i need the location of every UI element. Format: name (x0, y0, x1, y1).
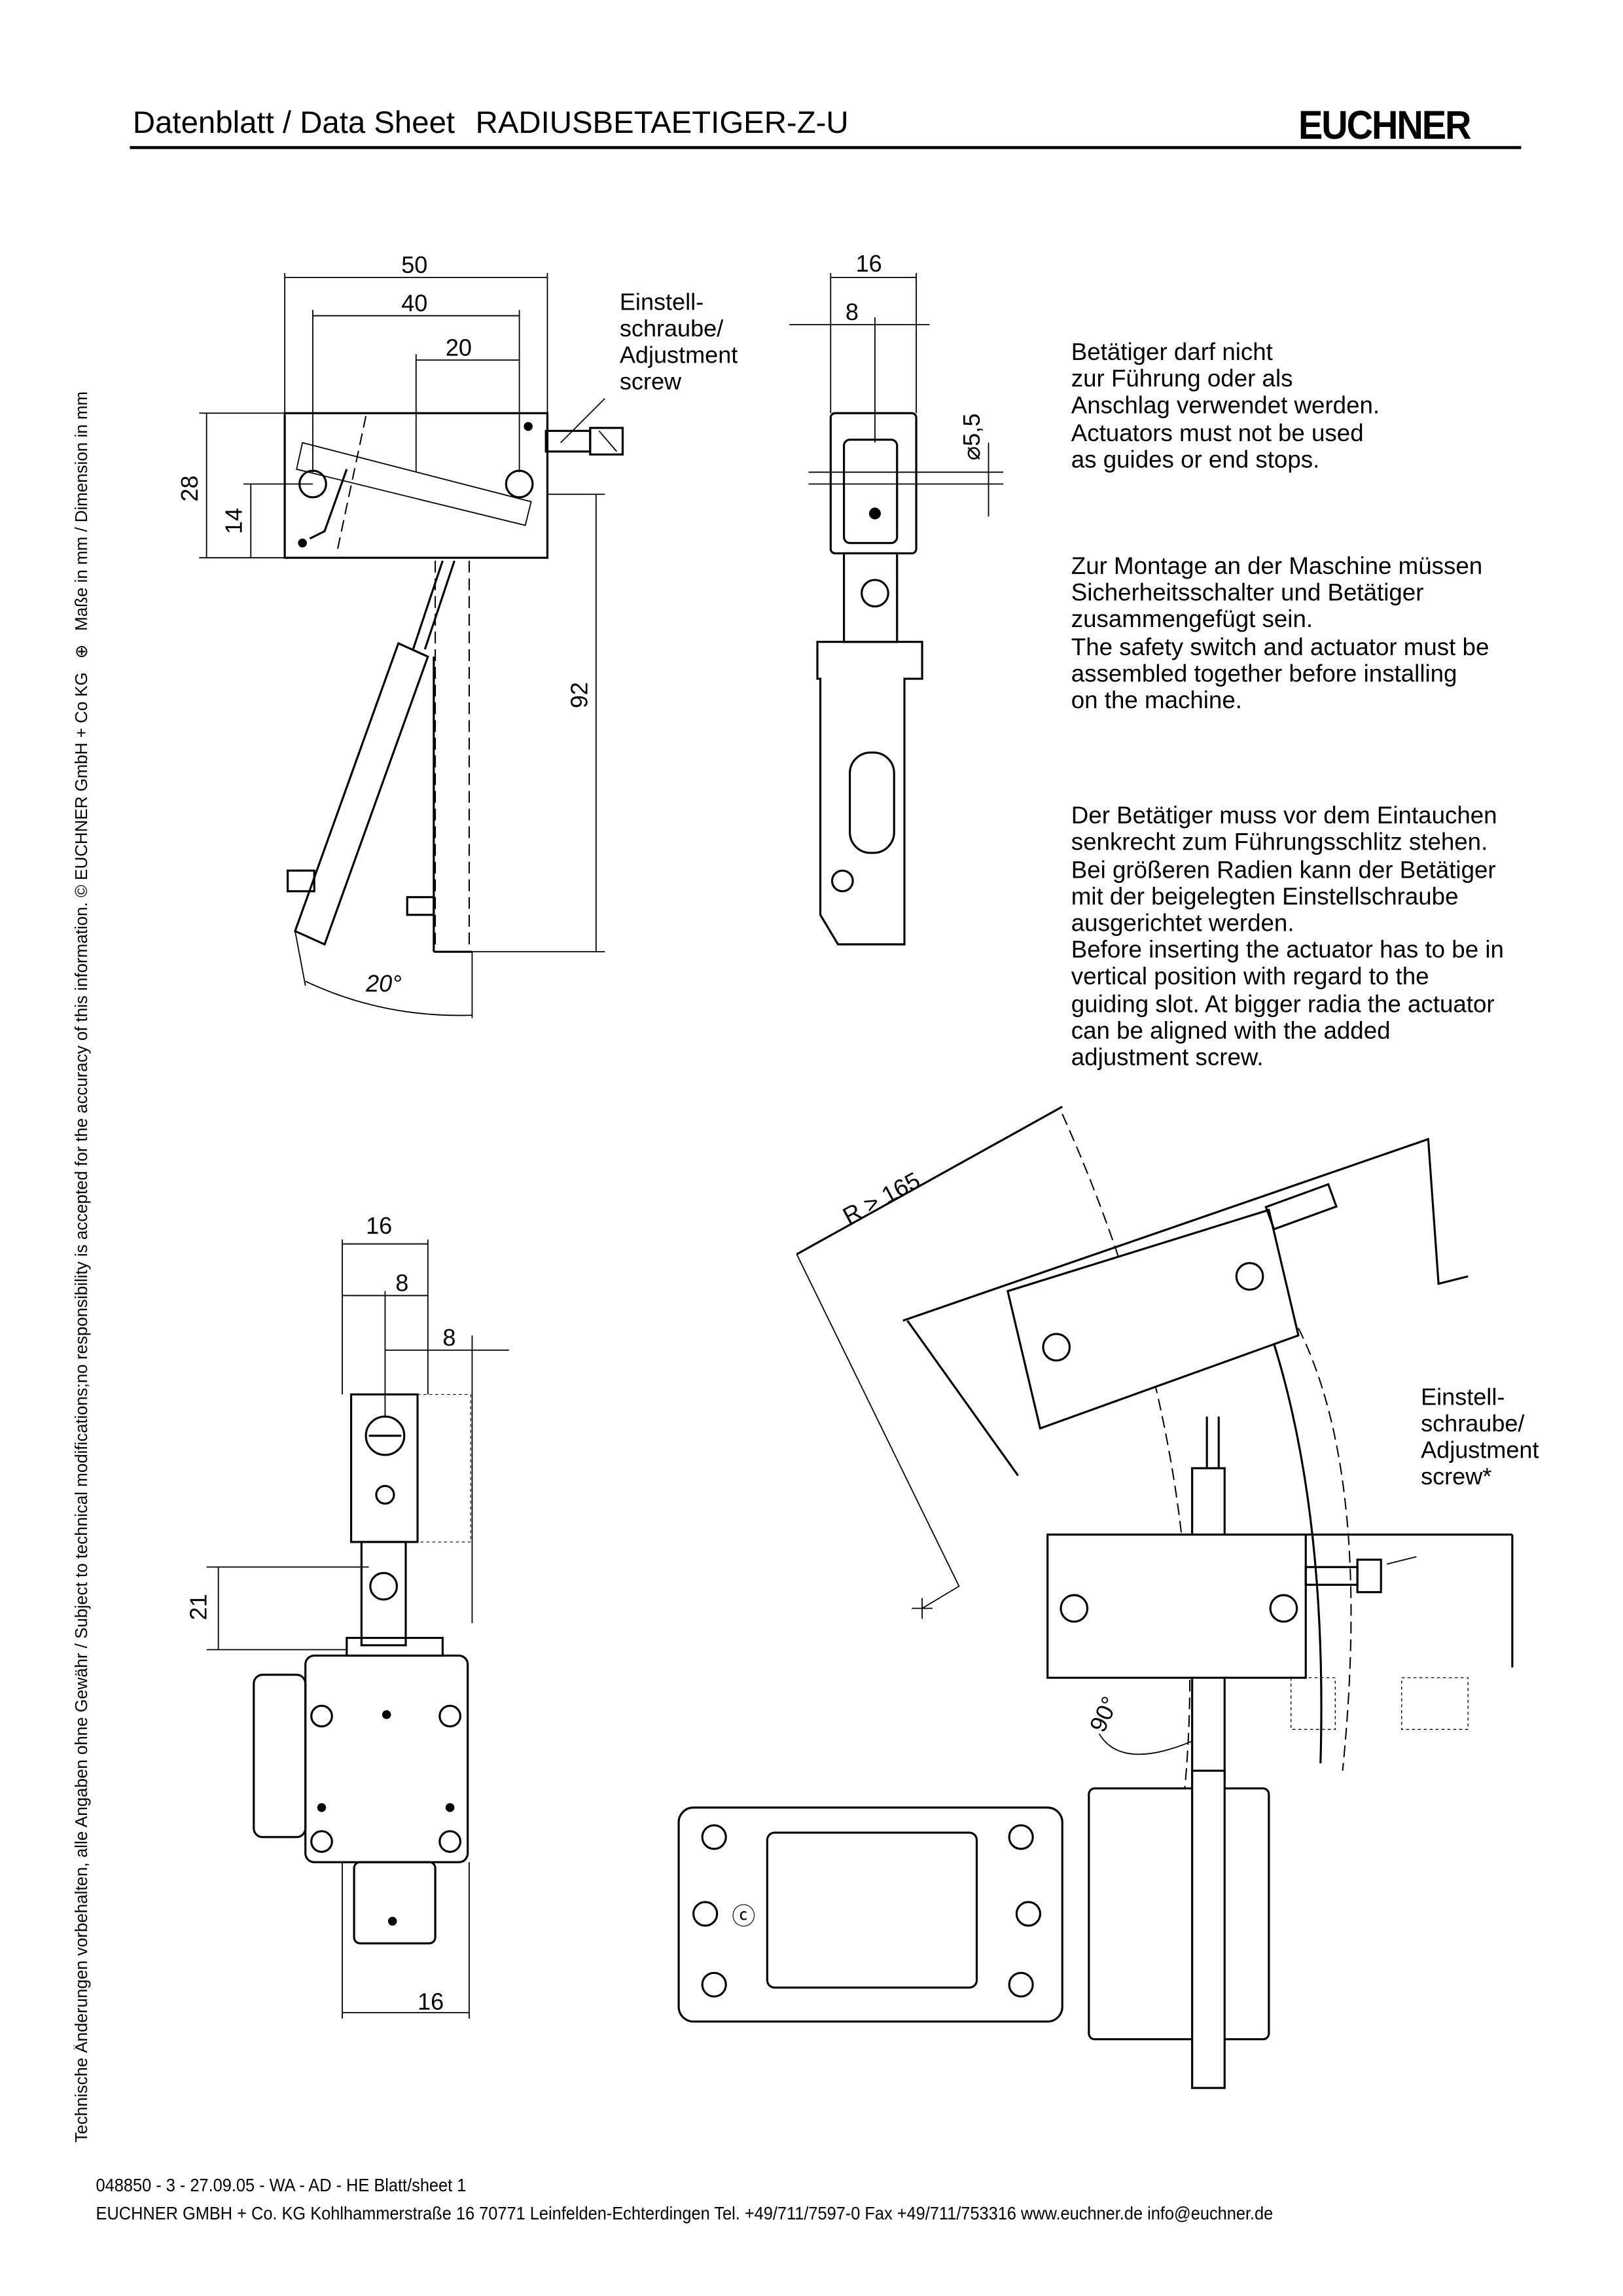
callout-line: Adjustment (1421, 1436, 1539, 1463)
footer-address: EUCHNER GMBH + Co. KG Kohlhammerstraße 1… (96, 2202, 1274, 2224)
dim-radius: R > 165 (838, 1166, 925, 1229)
note-line: guiding slot. At bigger radia the actuat… (1071, 991, 1495, 1018)
dim-92: 92 (565, 682, 592, 708)
note-line: Sicherheitsschalter und Betätiger (1071, 580, 1424, 607)
note-line: The safety switch and actuator must be (1071, 634, 1489, 661)
dim-28: 28 (176, 475, 203, 501)
certification-mark-icon: ⓒ (732, 1903, 755, 1929)
dim-21: 21 (185, 1594, 212, 1620)
note-line: Zur Montage an der Maschine müssen (1071, 553, 1483, 581)
note-line: Betätiger darf nicht (1071, 339, 1273, 367)
note-line: can be aligned with the added (1071, 1018, 1391, 1045)
note-line: as guides or end stops. (1071, 446, 1320, 474)
note-line: zur Führung oder als (1071, 366, 1293, 393)
callout-line: Einstell- (620, 288, 704, 315)
dim-20: 20 (446, 334, 472, 361)
footer: 048850 - 3 - 27.09.05 - WA - AD - HE Bla… (96, 2172, 1274, 2229)
dim-16: 16 (856, 250, 882, 277)
note-line: adjustment screw. (1071, 1045, 1264, 1071)
dim-diameter: ⌀5,5 (958, 414, 985, 461)
note-line: assembled together before installing (1071, 660, 1457, 688)
note-line: Actuators must not be used (1071, 420, 1364, 447)
note-line: ausgerichtet werden. (1071, 910, 1294, 937)
callout-line: schraube/ (1421, 1410, 1525, 1437)
dim-8: 8 (442, 1324, 455, 1351)
dim-16: 16 (366, 1212, 392, 1239)
product-name: RADIUSBETAETIGER-Z-U (475, 106, 849, 141)
note-line: Bei größeren Radien kann der Betätiger (1071, 857, 1496, 884)
note-line: senkrecht zum Führungsschlitz stehen. (1071, 830, 1488, 857)
note-line: mit der beigelegten Einstellschraube (1071, 884, 1459, 910)
dim-angle-20: 20° (365, 970, 402, 997)
front-view-drawing: 50 40 20 28 14 92 20° Einstell- schraube… (176, 251, 738, 1018)
header-rule (130, 146, 1522, 149)
note-line: zusammengefügt sein. (1071, 607, 1313, 634)
bottom-view-drawing: 16 8 8 21 16 (185, 1212, 509, 2019)
page-title: Datenblatt / Data Sheet RADIUSBETAETIGER-… (133, 106, 869, 141)
callout-line: Adjustment (620, 342, 738, 368)
dim-angle-90: 90° (1084, 1693, 1123, 1736)
dim-14: 14 (221, 508, 247, 534)
callout-line: screw (620, 368, 682, 395)
dim-50: 50 (401, 251, 427, 278)
doc-type: Datenblatt / Data Sheet (132, 106, 455, 141)
note-line: vertical position with regard to the (1071, 964, 1429, 991)
side-view-drawing: 16 8 ⌀5,5 (789, 250, 1004, 946)
dim-40: 40 (401, 290, 427, 317)
dim-8: 8 (395, 1270, 408, 1297)
dim-8: 8 (846, 298, 859, 325)
callout-line: screw* (1421, 1463, 1491, 1490)
note-line: on the machine. (1071, 687, 1242, 715)
euchner-logo: EUCHNER (1298, 103, 1471, 148)
note-line: Before inserting the actuator has to be … (1071, 937, 1504, 964)
footer-doc-id: 048850 - 3 - 27.09.05 - WA - AD - HE Bla… (96, 2175, 467, 2196)
assembly-view-drawing: ⓒ R > 165 90° Einstell- schraube/ Adjust… (677, 1105, 1539, 2089)
note-line: Anschlag verwendet werden. (1071, 393, 1380, 420)
note-line: Der Betätiger muss vor dem Eintauchen (1071, 802, 1497, 830)
dim-16: 16 (418, 1988, 444, 2015)
callout-line: Einstell- (1421, 1383, 1505, 1410)
callout-line: schraube/ (620, 315, 724, 342)
